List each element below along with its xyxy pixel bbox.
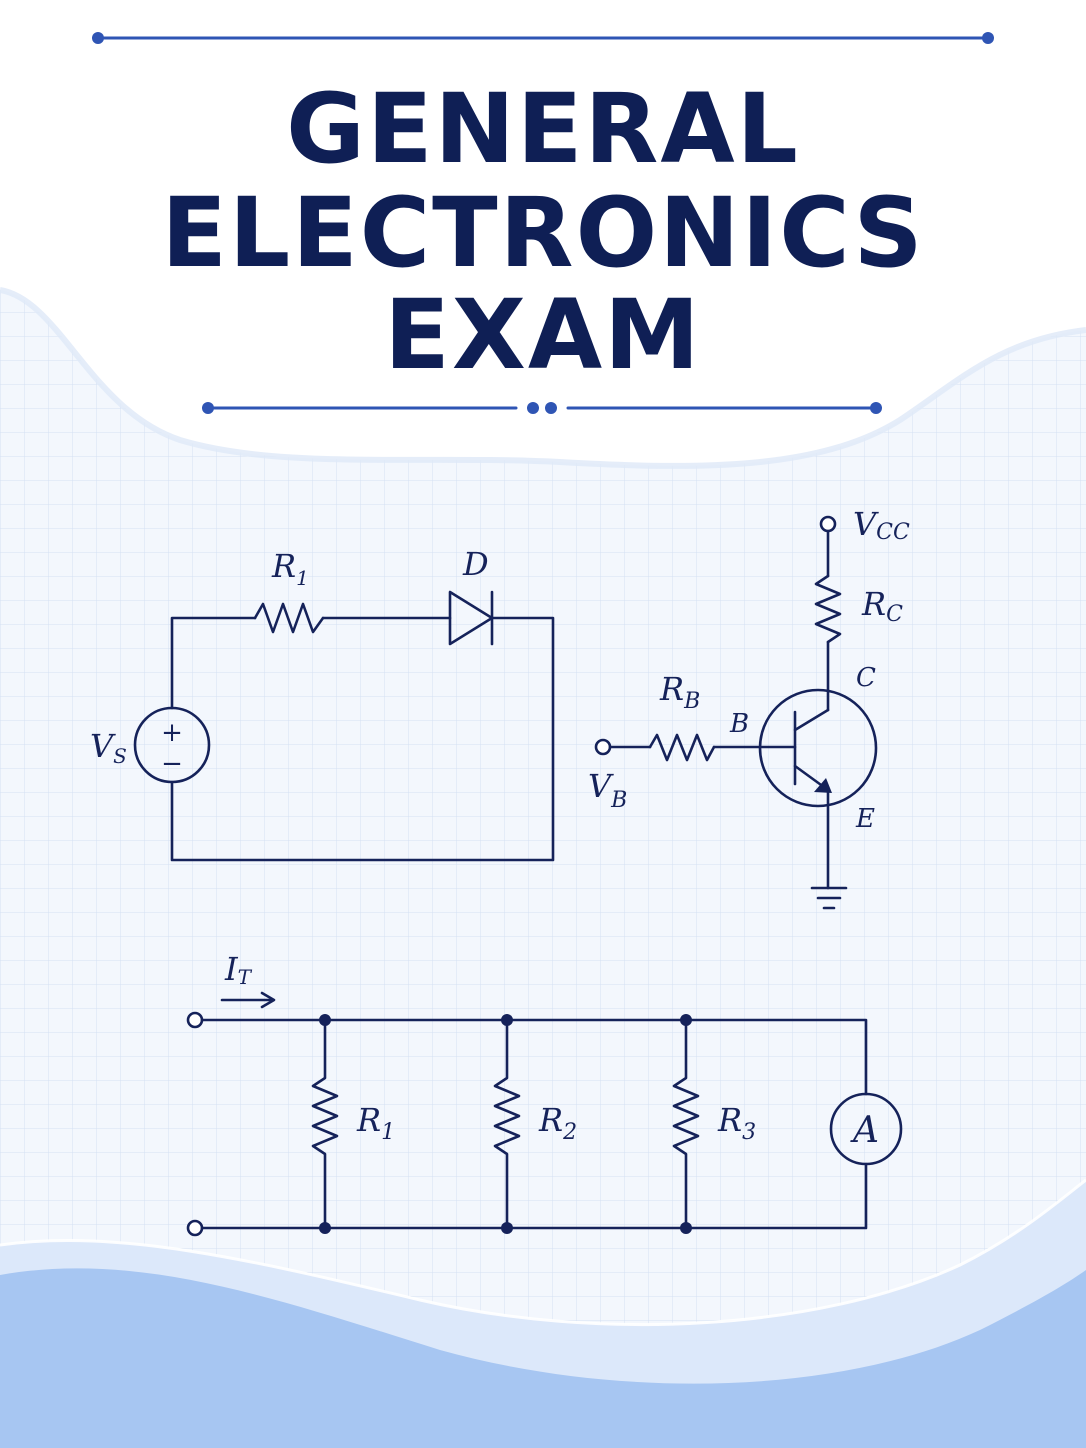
branch-r1: [311, 1014, 339, 1234]
total-current-label: IT: [224, 950, 253, 989]
resistor-rc-label: RC: [861, 585, 903, 627]
series-wire-left-top: [170, 616, 257, 710]
vcc-label: VCC: [853, 505, 910, 545]
branch-r3: [672, 1014, 700, 1234]
node-r3-top: [680, 1014, 692, 1026]
top-rule-dot-right: [982, 32, 994, 44]
diode-label: D: [462, 545, 489, 583]
transistor-circuit: VCC RC C RB B E VB: [588, 505, 910, 910]
source-plus-sign: +: [161, 718, 183, 748]
bottom-wave-highlight: [0, 1178, 1086, 1327]
branch-r2: [493, 1014, 521, 1234]
header-wave: [0, 0, 1086, 466]
header-wave-shadow: [0, 287, 1086, 469]
parallel-top-rail: [200, 1018, 868, 1096]
source-minus-sign: −: [161, 749, 183, 779]
resistor-r1-label: R1: [271, 547, 309, 590]
resistor-r3-parallel-symbol: [672, 1018, 700, 1230]
bottom-wave: [0, 1268, 1086, 1448]
node-r2-top: [501, 1014, 513, 1026]
ammeter-symbol: A: [829, 1092, 903, 1166]
resistor-r1-parallel-symbol: [311, 1018, 339, 1230]
resistor-rb-label: RB: [659, 670, 700, 714]
resistor-r2-parallel-label: R2: [538, 1101, 577, 1145]
voltage-source-symbol: + −: [133, 706, 211, 784]
title-line-3: EXAM: [384, 279, 701, 391]
ground-symbol: [810, 886, 848, 910]
title-line-1: GENERAL: [286, 73, 800, 185]
series-wire-return: [170, 616, 555, 862]
source-label: VS: [90, 727, 127, 768]
parallel-circuit: A IT R1 R2 R3: [186, 950, 903, 1237]
node-r3-bottom: [680, 1222, 692, 1234]
base-label: B: [729, 709, 749, 739]
resistor-r2-parallel-symbol: [493, 1018, 521, 1230]
vb-label: VB: [588, 767, 627, 813]
resistor-r1-parallel-label: R1: [356, 1101, 395, 1145]
input-terminal-bottom: [186, 1219, 204, 1237]
collector-label: C: [856, 663, 876, 693]
vcc-terminal: [819, 515, 837, 533]
resistor-r1-symbol: [253, 602, 325, 634]
vb-terminal: [594, 738, 612, 756]
series-circuit: + − R1 D VS: [90, 545, 555, 862]
top-rule-dot-left: [92, 32, 104, 44]
resistor-r3-parallel-label: R3: [717, 1101, 756, 1145]
ammeter-label: A: [850, 1110, 879, 1151]
input-terminal-top: [186, 1011, 204, 1029]
node-r1-top: [319, 1014, 331, 1026]
resistor-rc-symbol: [814, 574, 842, 644]
emitter-label: E: [855, 804, 875, 834]
title-line-2: ELECTRONICS: [161, 177, 924, 289]
node-r2-bottom: [501, 1222, 513, 1234]
resistor-rb-symbol: [648, 733, 716, 762]
parallel-bottom-rail: [200, 1162, 868, 1230]
transistor-collector-lead: [793, 708, 830, 732]
title-underline-rule: [202, 402, 882, 414]
node-r1-bottom: [319, 1222, 331, 1234]
current-arrow: [220, 991, 276, 1009]
